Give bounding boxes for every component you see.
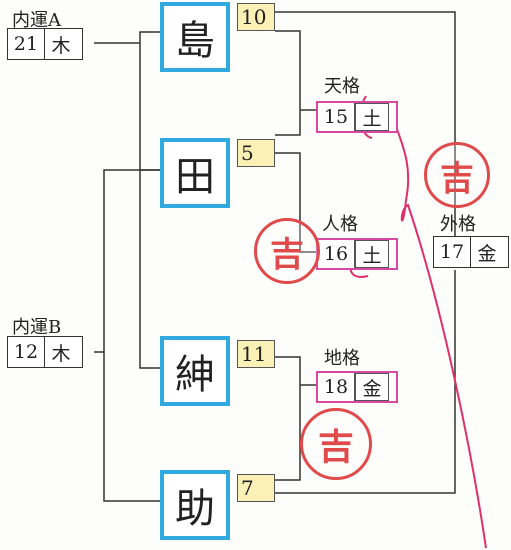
lucky-seal-jinkaku: 吉	[254, 218, 320, 284]
character-box-1: 島	[160, 2, 230, 72]
tenkaku-label: 天格	[324, 76, 360, 97]
jinkaku-value: 16	[318, 240, 355, 268]
character-box-2: 田	[160, 138, 230, 208]
gaikaku-label: 外格	[440, 214, 476, 235]
jinkaku-element: 土	[355, 240, 389, 268]
inner-luck-b-value: 12	[8, 337, 45, 367]
tenkaku-box: 15 土	[316, 101, 398, 133]
inner-luck-b-box: 12 木	[7, 336, 83, 368]
gaikaku-value: 17	[434, 237, 471, 267]
chikaku-element: 金	[355, 373, 389, 401]
chikaku-value: 18	[318, 373, 355, 401]
tenkaku-element: 土	[355, 103, 389, 131]
jinkaku-box: 16 土	[316, 238, 398, 270]
inner-luck-a-value: 21	[8, 29, 45, 59]
character-box-3: 紳	[160, 336, 230, 406]
lucky-seal-chikaku: 吉	[300, 408, 372, 480]
character-box-4: 助	[160, 470, 230, 540]
lucky-seal-gaikaku: 吉	[424, 142, 490, 208]
gaikaku-box: 17 金	[433, 236, 509, 268]
stroke-count-3: 11	[237, 340, 275, 368]
inner-luck-b-element: 木	[51, 342, 71, 365]
inner-luck-a-box: 21 木	[7, 28, 83, 60]
chikaku-box: 18 金	[316, 371, 398, 403]
inner-luck-a-element: 木	[51, 34, 71, 57]
tenkaku-value: 15	[318, 103, 355, 131]
stroke-count-2: 5	[237, 139, 275, 167]
stroke-count-4: 7	[237, 474, 275, 502]
jinkaku-label: 人格	[322, 214, 358, 235]
inner-luck-a-label: 内運A	[12, 10, 61, 31]
gaikaku-element: 金	[477, 242, 497, 265]
stroke-count-1: 10	[237, 3, 275, 31]
chikaku-label: 地格	[324, 348, 360, 369]
inner-luck-b-label: 内運B	[12, 317, 62, 338]
